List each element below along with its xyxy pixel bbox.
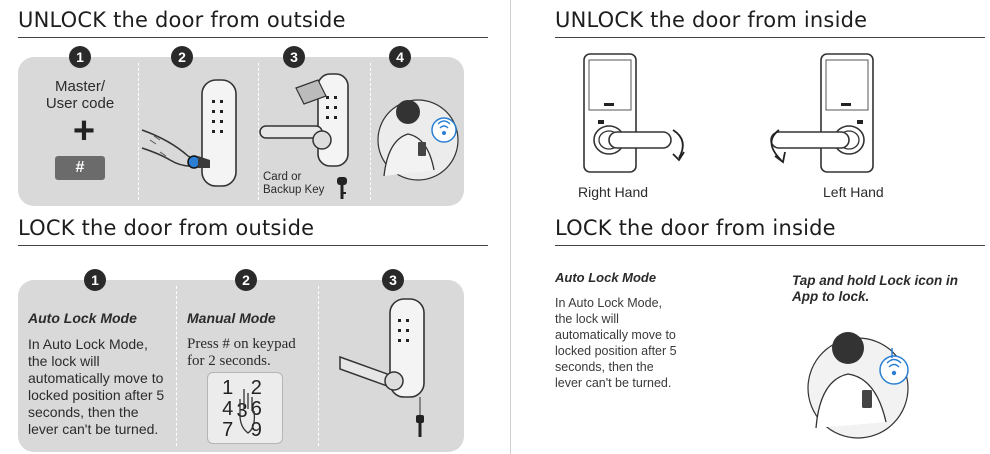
- app-lock-person-illustration: [807, 332, 909, 439]
- press-hand-icon: [239, 389, 256, 434]
- lock-outside-rule: [18, 245, 488, 246]
- card-caption: Card or Backup Key: [263, 171, 325, 196]
- inside-auto-lock-text: In Auto Lock Mode, the lock will automat…: [555, 296, 677, 390]
- left-hand-label: Left Hand: [823, 184, 884, 200]
- step-badge-3: 3: [283, 46, 305, 68]
- step-badge-2: 2: [235, 269, 257, 291]
- auto-lock-text: In Auto Lock Mode, the lock will automat…: [28, 336, 165, 437]
- column-divider: [510, 0, 511, 454]
- panel-separator: [370, 63, 371, 200]
- panel-separator: [176, 286, 177, 446]
- right-hand-label: Right Hand: [578, 184, 649, 200]
- manual-mode-text: Press # on keypad for 2 seconds.: [187, 336, 296, 369]
- unlock-outside-rule: [18, 37, 488, 38]
- lock-inside-rule: [555, 245, 985, 246]
- keypad-illustration: 1 2 3 4 6 7 9: [207, 372, 283, 444]
- keypad-row: 1 2 3: [222, 377, 268, 422]
- person-phone-illustration: [377, 99, 459, 181]
- step-badge-3: 3: [382, 269, 404, 291]
- panel-separator: [138, 63, 139, 200]
- left-hand-lock-illustration: [770, 53, 874, 173]
- step-badge-4: 4: [389, 46, 411, 68]
- fingerprint-lock-illustration: [141, 79, 237, 187]
- panel-separator: [318, 286, 319, 446]
- auto-lock-title: Auto Lock Mode: [28, 310, 137, 326]
- keypad-row: 7 9: [222, 419, 268, 441]
- step-badge-1: 1: [69, 46, 91, 68]
- unlock-inside-rule: [555, 37, 985, 38]
- unlock-outside-heading: UNLOCK the door from outside: [18, 8, 346, 32]
- panel-separator: [258, 63, 259, 200]
- code-label: Master/ User code: [45, 78, 115, 112]
- manual-mode-title: Manual Mode: [187, 310, 276, 326]
- lever-lock-illustration: [339, 298, 425, 437]
- hash-key: #: [55, 156, 105, 180]
- unlock-inside-heading: UNLOCK the door from inside: [555, 8, 868, 32]
- inside-auto-lock-title: Auto Lock Mode: [555, 270, 657, 285]
- lock-inside-heading: LOCK the door from inside: [555, 216, 836, 240]
- app-lock-instruction: Tap and hold Lock icon in App to lock.: [792, 273, 959, 304]
- key-icon: [337, 177, 347, 199]
- step-badge-1: 1: [84, 269, 106, 291]
- step-badge-2: 2: [171, 46, 193, 68]
- plus-sign: +: [72, 110, 96, 152]
- lock-outside-heading: LOCK the door from outside: [18, 216, 315, 240]
- card-lock-illustration: [259, 73, 349, 167]
- right-hand-lock-illustration: [583, 53, 685, 173]
